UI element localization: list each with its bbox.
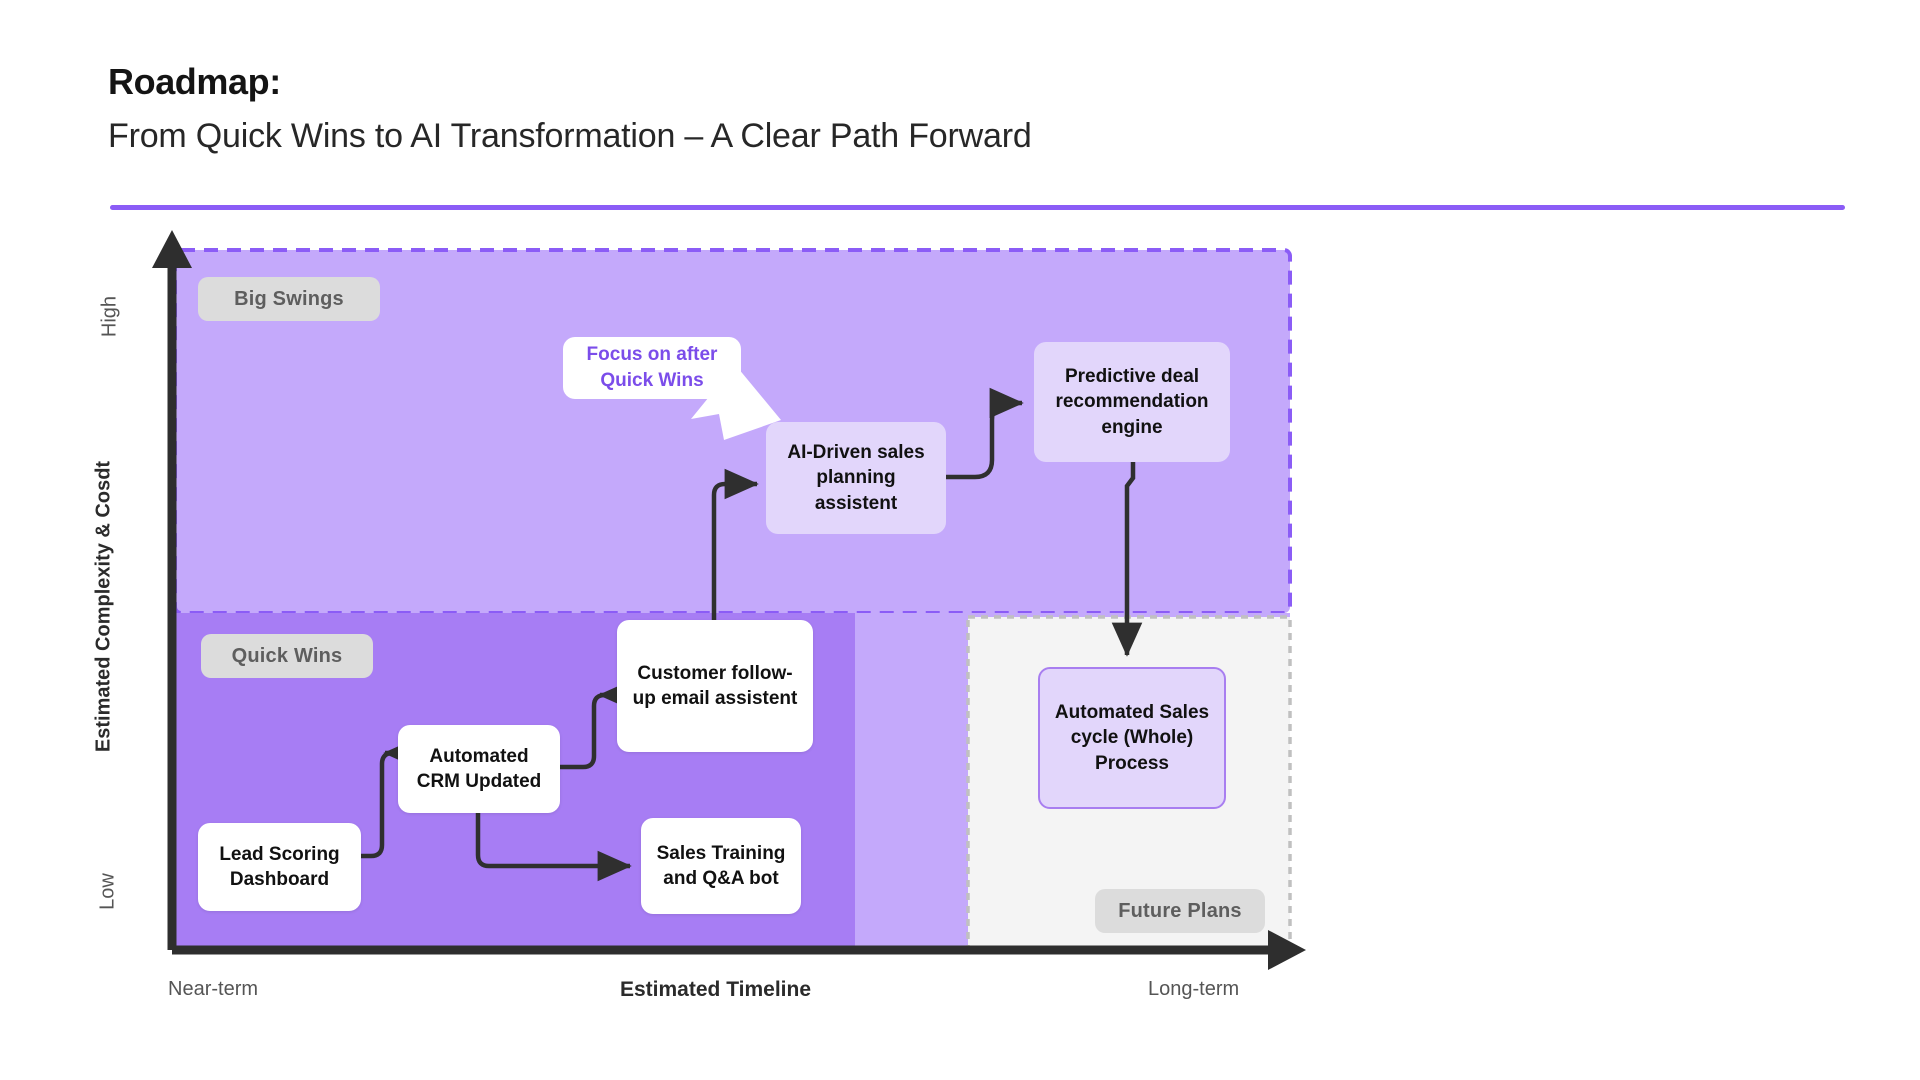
- edge-crm-to-training: [475, 812, 632, 882]
- y-axis-arrowhead: [152, 230, 192, 268]
- node-automated-cycle[interactable]: Automated Sales cycle (Whole) Process: [1038, 667, 1226, 809]
- zone-badge-future-plans: Future Plans: [1095, 889, 1265, 933]
- x-axis-tick-near: Near-term: [168, 978, 259, 1000]
- y-axis-tick-low: Low: [96, 873, 119, 910]
- node-predictive-deal[interactable]: Predictive deal recommendation engine: [1034, 342, 1230, 462]
- callout-arrow-tail: [691, 362, 781, 440]
- y-axis-tick-high: High: [98, 295, 121, 338]
- y-axis-title: Estimated Complexity & Cosdt: [92, 460, 115, 753]
- node-sales-training[interactable]: Sales Training and Q&A bot: [641, 818, 801, 914]
- edge-predictive-to-cycle: [1111, 462, 1143, 657]
- x-axis-arrowhead: [1268, 930, 1306, 970]
- node-ai-driven[interactable]: AI-Driven sales planning assistent: [766, 422, 946, 534]
- edge-lead-to-crm: [360, 737, 418, 859]
- x-axis-title: Estimated Timeline: [620, 978, 812, 1001]
- x-axis-tick-long: Long-term: [1148, 978, 1240, 1000]
- node-customer-followup[interactable]: Customer follow-up email assistent: [617, 620, 813, 752]
- page-title: Roadmap:: [108, 61, 281, 102]
- page-subtitle: From Quick Wins to AI Transformation – A…: [108, 117, 1032, 156]
- edge-crm-to-followup: [560, 679, 633, 770]
- zone-badge-big-swings: Big Swings: [198, 277, 380, 321]
- node-lead-scoring[interactable]: Lead Scoring Dashboard: [198, 823, 361, 911]
- accent-divider: [110, 205, 1845, 210]
- edge-ai-to-predictive: [946, 387, 1024, 480]
- node-automated-crm[interactable]: Automated CRM Updated: [398, 725, 560, 813]
- callout-focus-after-quick-wins: Focus on after Quick Wins: [563, 337, 741, 399]
- zone-badge-quick-wins: Quick Wins: [201, 634, 373, 678]
- edge-followup-to-ai: [711, 468, 759, 620]
- page-header: Roadmap: From Quick Wins to AI Transform…: [108, 60, 1848, 158]
